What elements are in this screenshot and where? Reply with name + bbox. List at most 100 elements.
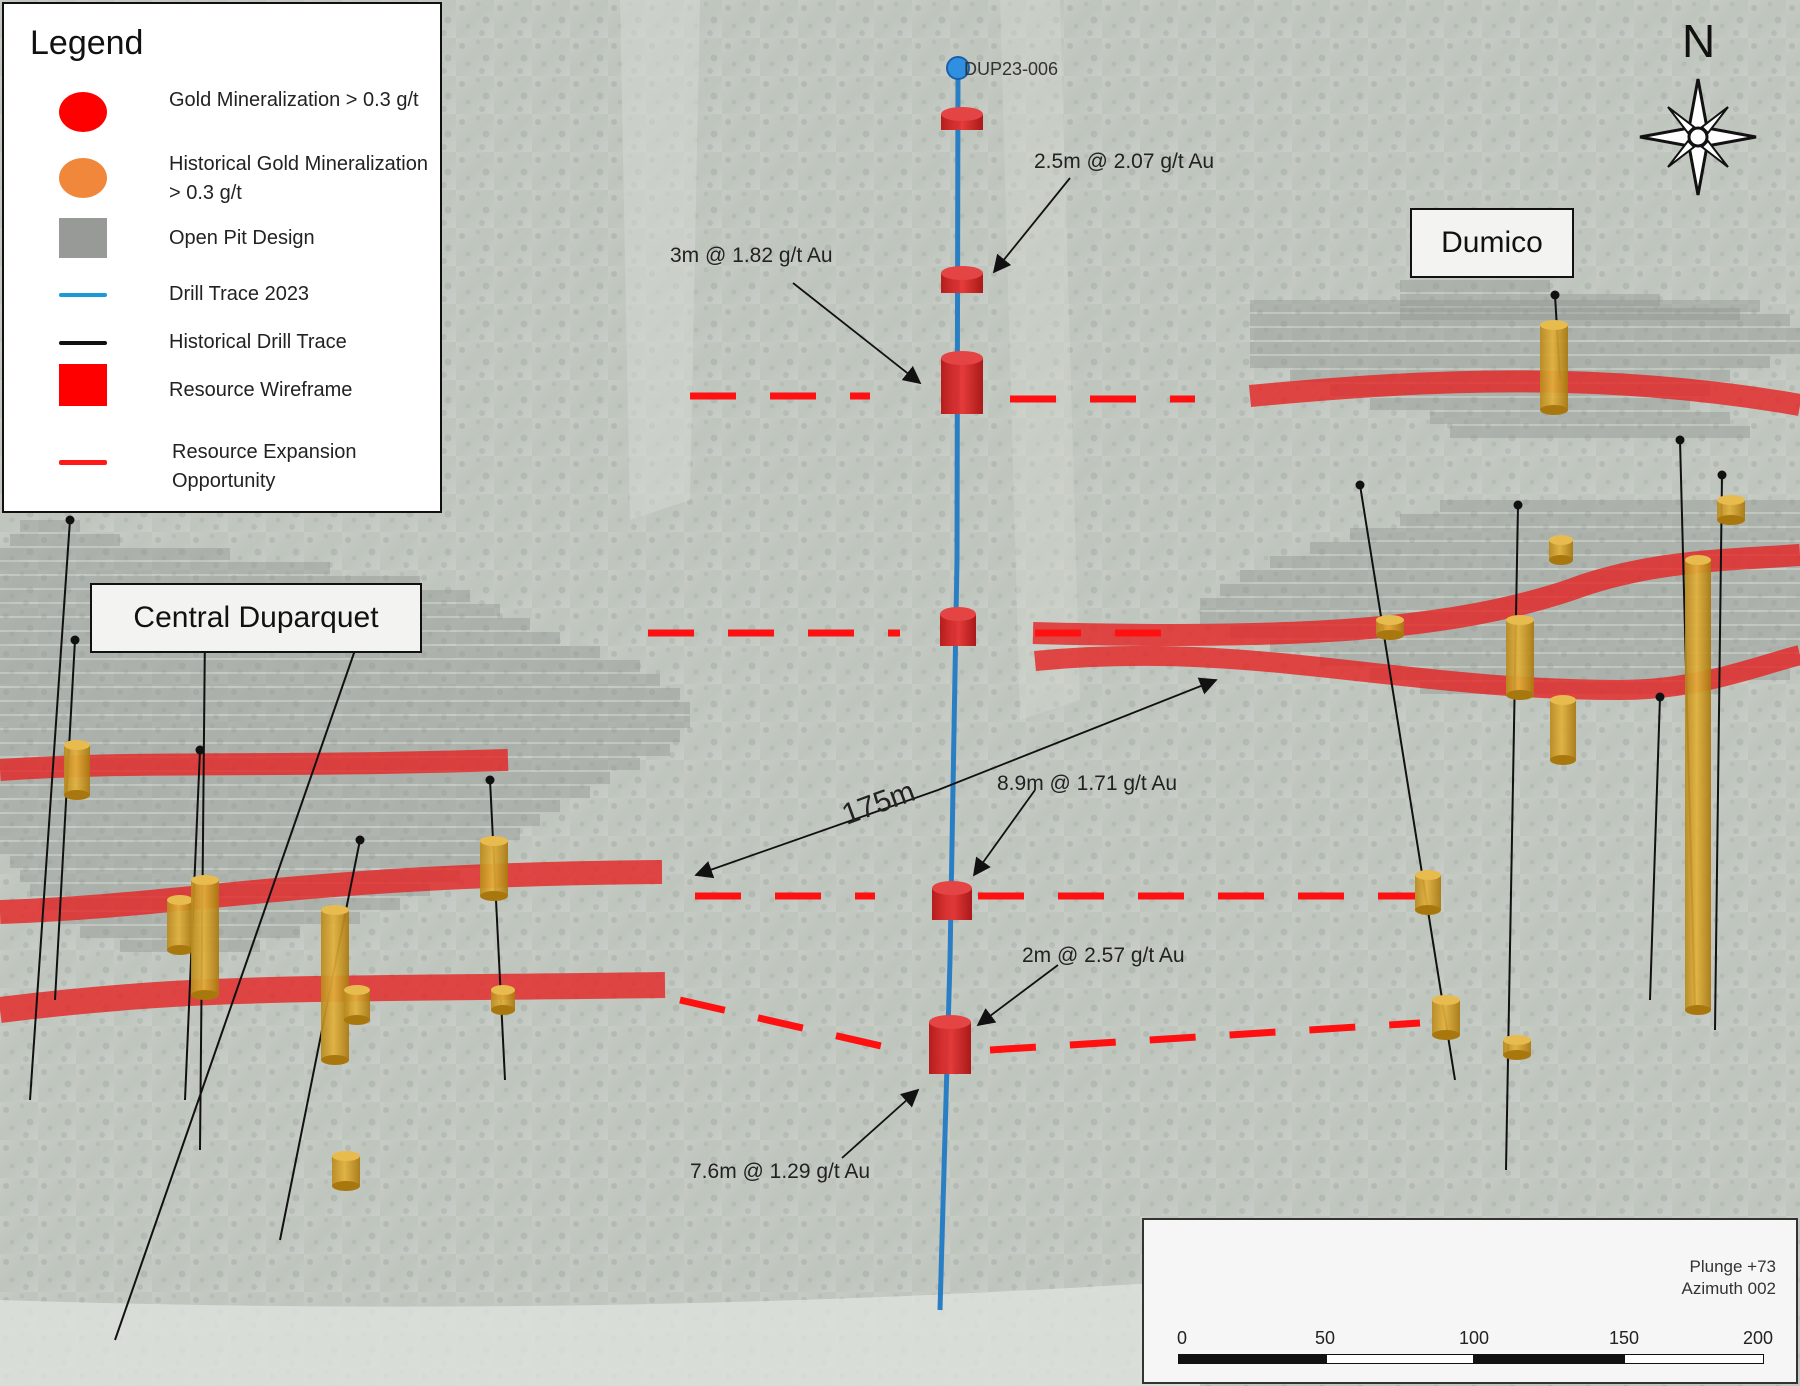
- mineralized-intercept: [932, 881, 972, 895]
- compass-icon: [1639, 78, 1757, 196]
- north-letter: N: [1682, 15, 1716, 67]
- pit-bench: [0, 716, 690, 728]
- pit-bench: [0, 660, 640, 672]
- historical-cylinder: [1717, 515, 1745, 525]
- resource-wireframes: [0, 370, 1800, 1023]
- historical-trace: [1359, 484, 1456, 1081]
- expansion-dash: [989, 1019, 1421, 1054]
- pit-bench: [1270, 640, 1800, 652]
- scale-tick-50: 50: [1314, 1328, 1336, 1348]
- legend-label: Gold Mineralization > 0.3 g/t: [169, 89, 419, 111]
- historical-cylinder: [1432, 995, 1460, 1005]
- pit-bench: [0, 730, 680, 742]
- historical-cylinder: [1685, 1005, 1711, 1015]
- historical-cylinder: [1415, 870, 1441, 880]
- pit-bench: [1370, 398, 1690, 410]
- pit-bench: [1400, 514, 1800, 526]
- azimuth-text: Azimuth 002: [1681, 1279, 1777, 1298]
- resource-wireframe: [0, 749, 509, 781]
- intercept-callouts: [694, 177, 1218, 1159]
- pit-bench: [20, 520, 80, 532]
- legend: Legend Gold Mineralization > 0.3 g/t His…: [2, 2, 442, 513]
- historical-cylinder: [1717, 495, 1745, 505]
- scale-tick-0: 0: [1176, 1328, 1188, 1348]
- historical-trace: [279, 839, 361, 1241]
- mineralized-intercept: [941, 358, 983, 414]
- scale-segment: [1326, 1354, 1474, 1364]
- historical-trace: [29, 519, 71, 1101]
- historical-trace: [54, 639, 76, 1001]
- mineralized-intercept: [929, 1022, 971, 1074]
- pit-bench: [0, 786, 590, 798]
- trace-collar: [1550, 290, 1560, 300]
- callout-arrow: [992, 177, 1071, 274]
- scale-tick-150: 150: [1608, 1328, 1640, 1348]
- historical-cylinder: [480, 841, 508, 896]
- historical-cylinder: [1415, 905, 1441, 915]
- red-line-icon: [59, 460, 107, 465]
- trace-collar: [1513, 500, 1523, 510]
- intercept-label-5: 7.6m @ 1.29 g/t Au: [690, 1160, 870, 1183]
- historical-cylinder: [344, 1015, 370, 1025]
- historical-cylinder: [1376, 630, 1404, 640]
- pit-bench: [0, 828, 520, 840]
- legend-label: Resource Wireframe: [169, 379, 353, 401]
- pit-bench: [0, 674, 660, 686]
- resource-wireframe: [0, 860, 663, 924]
- mineralized-intercept: [941, 107, 983, 121]
- legend-title: Legend: [30, 24, 144, 62]
- historical-cylinder: [1549, 555, 1573, 565]
- resource-expansion-lines: [648, 392, 1421, 1054]
- historical-cylinder: [1685, 560, 1711, 1010]
- historical-cylinder: [1415, 875, 1441, 910]
- historical-cylinder: [167, 945, 193, 955]
- historical-cylinder: [1685, 555, 1711, 565]
- central-duparquet-label: Central Duparquet: [90, 583, 422, 653]
- historical-cylinder: [64, 745, 90, 795]
- resource-wireframe: [0, 972, 666, 1023]
- historical-cylinder: [1549, 540, 1573, 560]
- pit-bench: [10, 534, 120, 546]
- scale-segment: [1474, 1354, 1624, 1364]
- historical-cylinder: [332, 1151, 360, 1161]
- historical-cylinder: [1432, 1030, 1460, 1040]
- expansion-dash: [679, 996, 891, 1052]
- trace-collar: [70, 635, 80, 645]
- legend-label: Historical Drill Trace: [169, 331, 347, 353]
- mineralized-intercept: [929, 1015, 971, 1029]
- mineralized-intercept: [940, 607, 976, 621]
- pit-bench: [1220, 584, 1800, 596]
- historical-trace: [489, 779, 506, 1081]
- callout-arrow: [792, 282, 922, 385]
- drill-trace-2023: [929, 56, 983, 1311]
- mineralized-intercept: [941, 351, 983, 365]
- historical-cylinder: [1506, 620, 1534, 695]
- historical-cylinder: [321, 905, 349, 915]
- resource-wireframe: [1032, 544, 1800, 647]
- historical-cylinder: [321, 910, 349, 1060]
- historical-cylinder: [191, 990, 219, 1000]
- intercept-label-4: 2m @ 2.57 g/t Au: [1022, 944, 1185, 967]
- pit-bench: [1250, 356, 1770, 368]
- historical-cylinder: [1549, 535, 1573, 545]
- historical-mineralization: [64, 320, 1745, 1191]
- historical-cylinder: [1540, 405, 1568, 415]
- clearing: [620, 0, 700, 520]
- historical-cylinder: [1540, 320, 1568, 330]
- legend-label: Drill Trace 2023: [169, 283, 310, 305]
- pit-bench: [0, 842, 500, 854]
- callout-arrow: [694, 789, 939, 879]
- pit-bench: [1440, 500, 1800, 512]
- historical-cylinder: [1540, 325, 1568, 410]
- pit-bench: [1400, 294, 1660, 306]
- historical-cylinder: [491, 985, 515, 995]
- pit-bench: [0, 562, 330, 574]
- trace-collar: [195, 745, 205, 755]
- red-square-icon: [59, 364, 107, 406]
- callout-arrow: [937, 677, 1218, 791]
- historical-cylinder: [491, 990, 515, 1010]
- callout-arrow: [976, 964, 1059, 1027]
- historical-cylinder: [1503, 1050, 1531, 1060]
- scale-tick-100: 100: [1458, 1328, 1490, 1348]
- historical-cylinder: [1376, 615, 1404, 625]
